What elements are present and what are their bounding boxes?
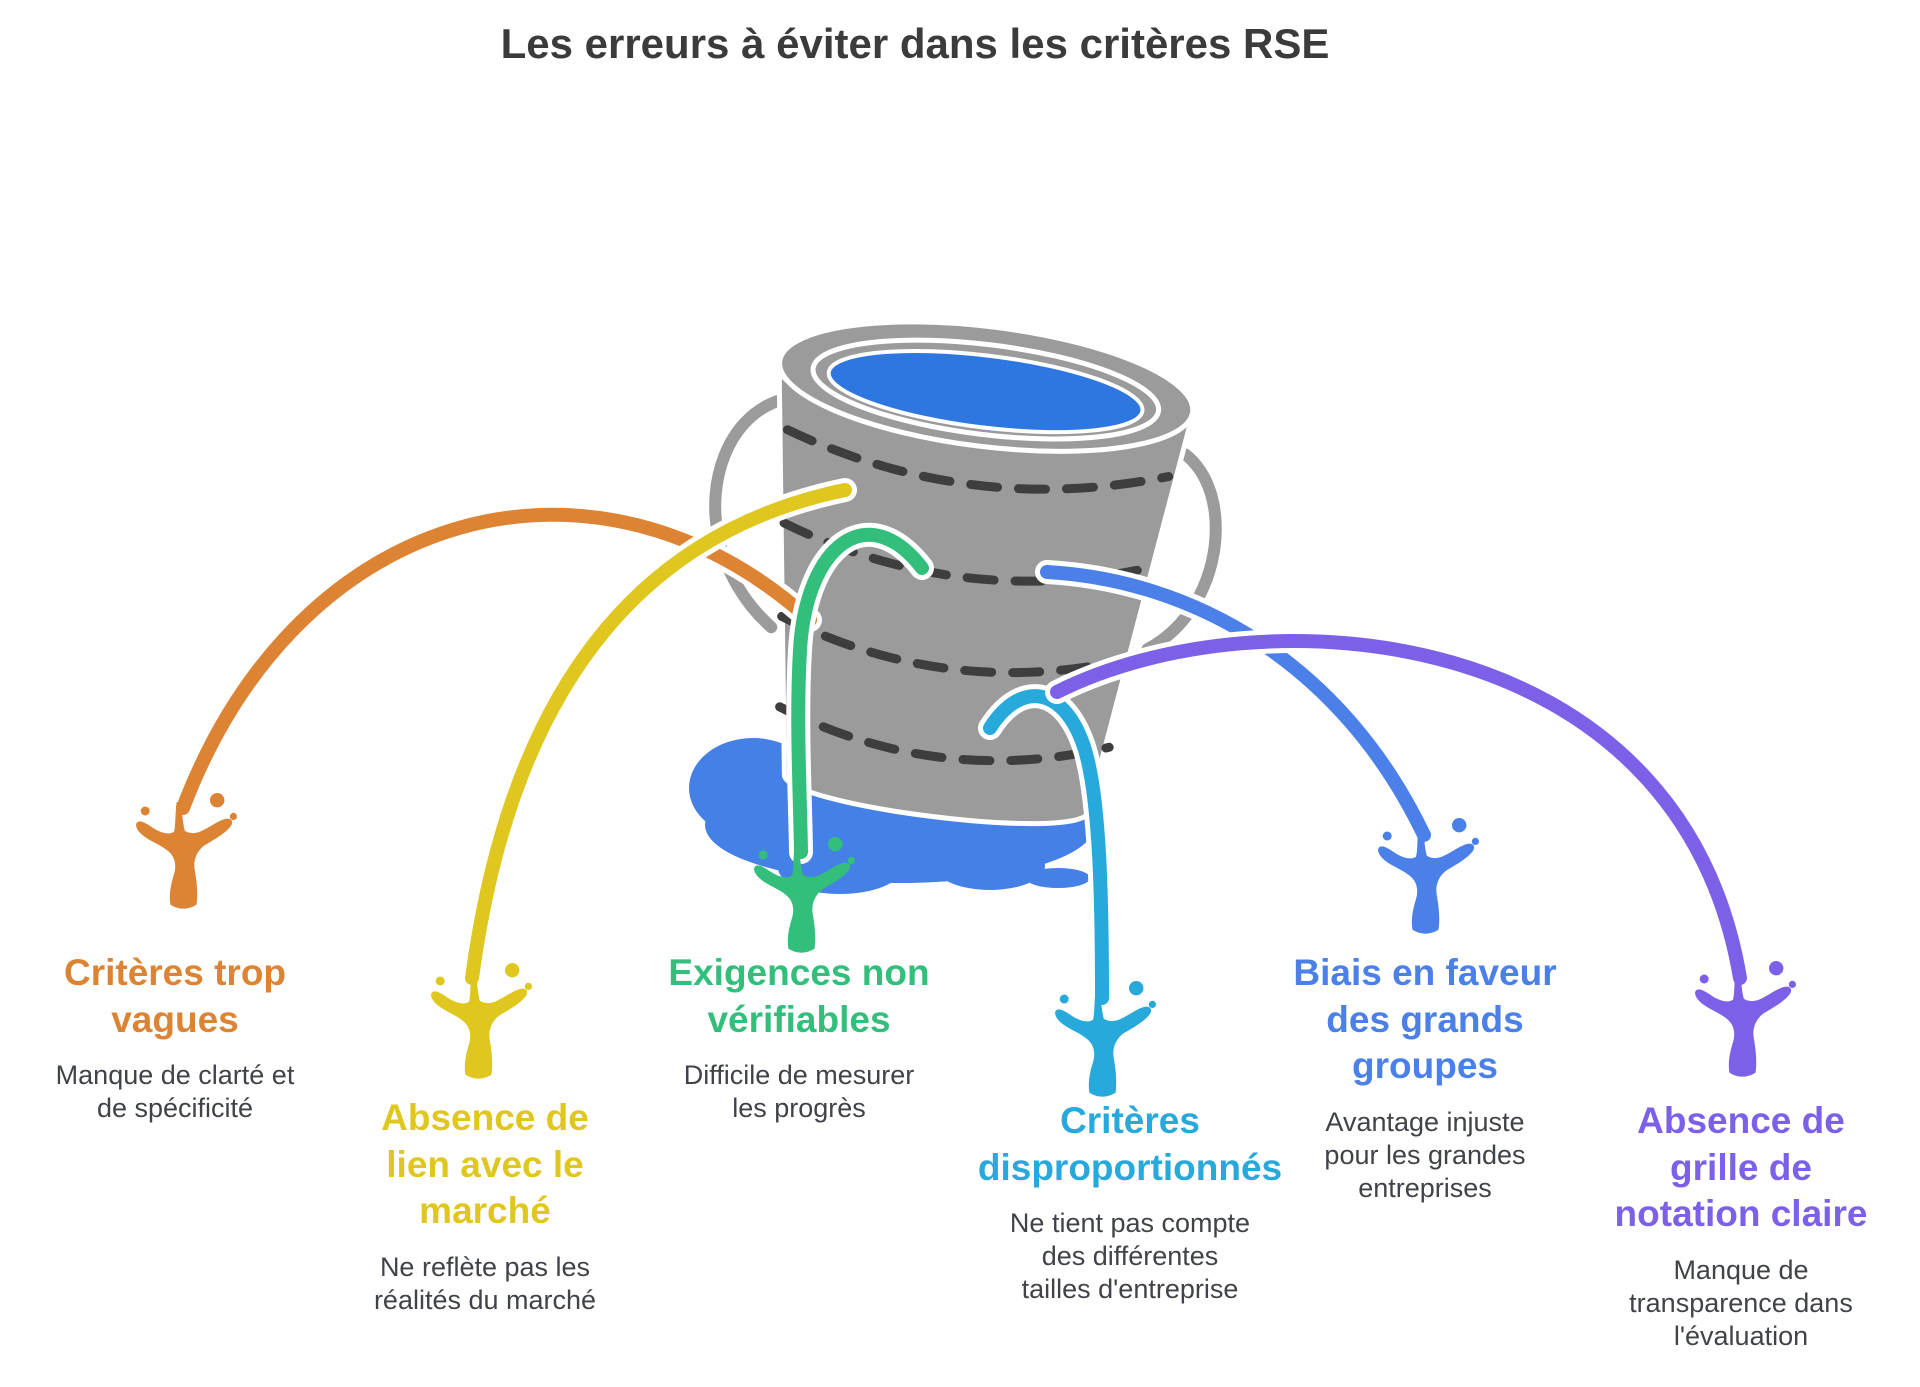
item-description: Ne tient pas compte des différentes tail… (1009, 1208, 1251, 1305)
item-description: Manque de transparence dans l'évaluation (1629, 1254, 1853, 1351)
stream-criteres-disproportionnes (978, 684, 1114, 1010)
bucket-icon (705, 319, 1226, 827)
page-title: Les erreurs à éviter dans les critères R… (500, 20, 1330, 67)
item-absence-de-lien-avec-le-marche: Absence de lien avec le marché Ne reflèt… (335, 1095, 635, 1317)
item-heading: Absence de lien avec le marché (381, 1097, 589, 1232)
item-heading: Biais en faveur des grands groupes (1293, 952, 1557, 1087)
item-heading: Absence de grille de notation claire (1614, 1100, 1868, 1235)
item-exigences-non-verifiables: Exigences non vérifiables Difficile de m… (649, 950, 949, 1125)
stream-criteres-trop-vagues (171, 502, 822, 820)
item-description: Difficile de mesurer les progrès (683, 1060, 915, 1124)
item-absence-de-grille-de-notation-claire: Absence de grille de notation claire Man… (1586, 1098, 1896, 1353)
stream-exigences-non-verifiables (786, 523, 934, 864)
item-heading: Exigences non vérifiables (668, 952, 930, 1040)
item-description: Manque de clarté et de spécificité (55, 1060, 295, 1124)
stream-absence-de-lien-avec-le-marche (460, 478, 857, 990)
stream-absence-de-grille-de-notation-claire (1045, 629, 1752, 990)
item-heading: Critères disproportionnés (977, 1100, 1283, 1188)
item-description: Avantage injuste pour les grandes entrep… (1324, 1106, 1526, 1203)
item-heading: Critères trop vagues (63, 952, 287, 1040)
item-description: Ne reflète pas les réalités du marché (373, 1251, 597, 1315)
item-criteres-trop-vagues: Critères trop vagues Manque de clarté et… (15, 950, 335, 1125)
bucket-water (826, 348, 1145, 435)
item-criteres-disproportionnes: Critères disproportionnés Ne tient pas c… (970, 1098, 1290, 1306)
item-biais-en-faveur-des-grands-groupes: Biais en faveur des grands groupes Avant… (1275, 950, 1575, 1205)
